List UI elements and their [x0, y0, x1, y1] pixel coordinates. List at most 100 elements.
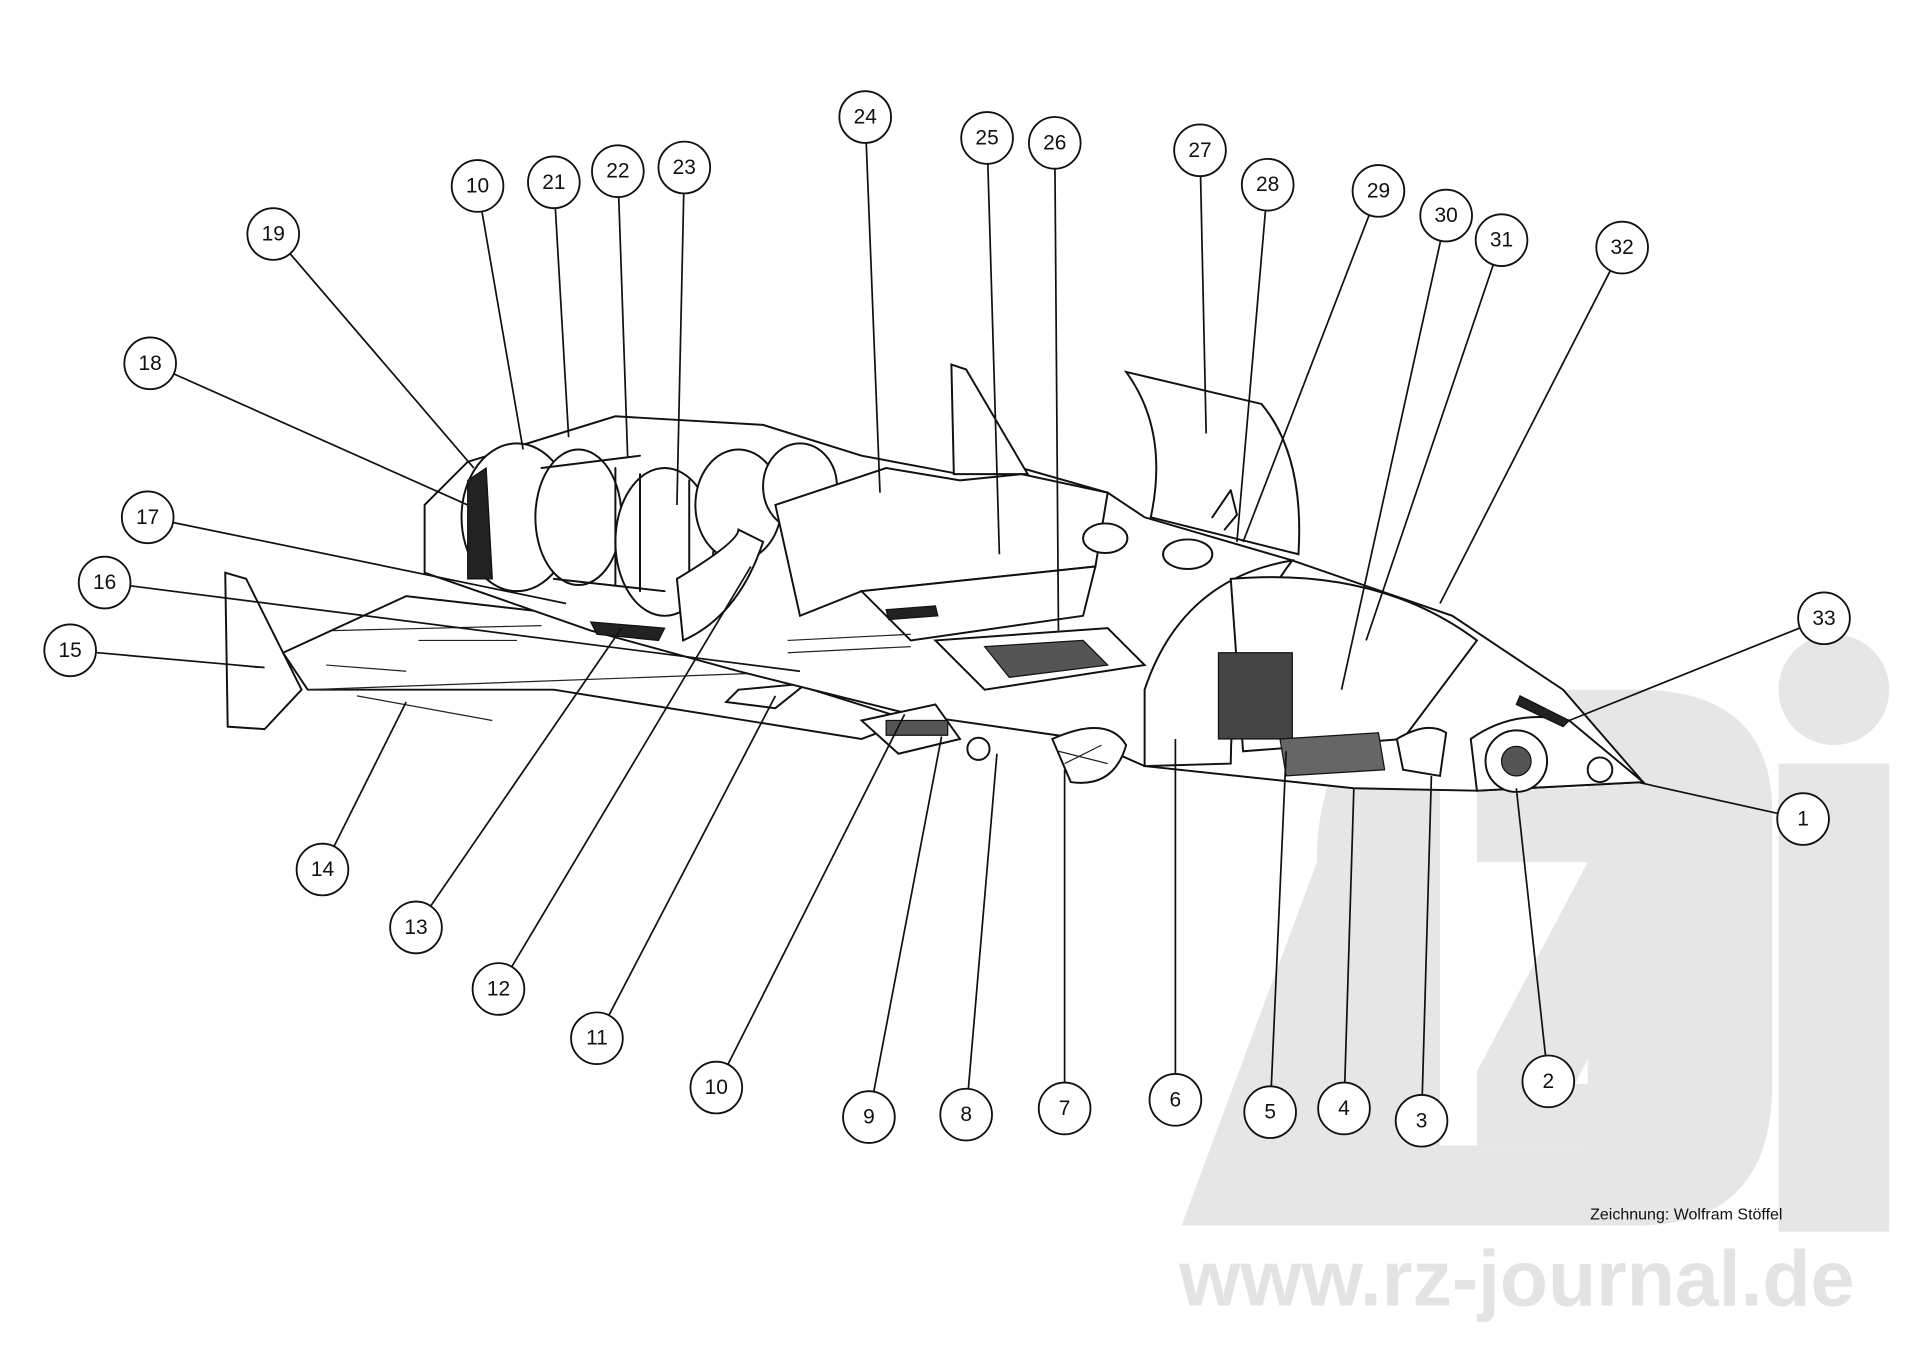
leader-line [1439, 270, 1612, 604]
callout-19: 19 [246, 207, 475, 469]
callout-11: 11 [570, 695, 777, 1066]
callout-number: 31 [1490, 229, 1513, 252]
callout-circle [591, 144, 645, 198]
callout-number: 7 [1059, 1097, 1071, 1120]
callout-circle [1419, 188, 1473, 243]
leader-line [173, 373, 469, 506]
watermark-url: www.rz-journal.de [1178, 1234, 1854, 1322]
callout-circle [1148, 1073, 1203, 1127]
callout-27: 27 [1173, 123, 1227, 434]
leader-line [676, 193, 685, 505]
callout-number: 11 [586, 1027, 608, 1050]
callout-21: 21 [527, 155, 581, 438]
leader-line [865, 142, 881, 493]
callout-number: 29 [1367, 179, 1390, 202]
callout-10: 10 [689, 713, 906, 1115]
callout-circle [939, 1087, 993, 1142]
callout-number: 3 [1416, 1109, 1428, 1132]
callout-number: 28 [1256, 173, 1279, 196]
leader-line [617, 197, 629, 459]
callout-circle [842, 1090, 896, 1144]
callout-number: 10 [705, 1076, 728, 1099]
callout-24: 24 [838, 90, 892, 493]
callout-28: 28 [1236, 157, 1295, 542]
leader-line [1343, 788, 1355, 1083]
leader-line [1054, 168, 1060, 631]
leader-line [510, 566, 752, 968]
callout-29: 29 [1242, 164, 1406, 543]
leader-line [1340, 240, 1442, 690]
drawing-credit: Zeichnung: Wolfram Stöffel [1590, 1206, 1782, 1223]
leader-line [333, 701, 407, 847]
callout-circle [123, 336, 177, 391]
callout-circle [1351, 164, 1406, 218]
leader-line [1636, 781, 1779, 815]
callout-number: 16 [93, 571, 116, 594]
callout-number: 12 [487, 977, 510, 1000]
callout-number: 4 [1338, 1097, 1350, 1120]
callout-number: 33 [1812, 607, 1835, 630]
callout-number: 17 [136, 506, 159, 529]
callout-circle [1317, 1081, 1371, 1136]
callout-number: 10 [466, 174, 489, 197]
callout-9: 9 [842, 736, 943, 1144]
callout-6: 6 [1148, 738, 1203, 1127]
callout-7: 7 [1037, 769, 1092, 1136]
callout-number: 18 [139, 352, 162, 375]
leader-line [1365, 264, 1495, 641]
callout-number: 32 [1611, 236, 1634, 259]
callout-number: 26 [1043, 131, 1066, 154]
callout-circle [1028, 116, 1082, 170]
leader-line [1242, 214, 1370, 543]
callout-22: 22 [591, 144, 645, 459]
callout-number: 1 [1797, 808, 1809, 831]
callout-circle [389, 900, 443, 955]
callout-circle [1394, 1093, 1449, 1148]
leader-line [95, 651, 265, 669]
callout-32: 32 [1439, 220, 1649, 604]
leader-line [1515, 788, 1547, 1056]
callout-number: 21 [542, 171, 565, 194]
leader-line [289, 253, 475, 469]
spacecraft-illustration [224, 363, 1646, 793]
callout-circle [657, 140, 712, 195]
callout-number: 23 [673, 156, 696, 179]
leader-line [429, 627, 623, 907]
leader-line [967, 753, 998, 1089]
callout-number: 19 [262, 223, 285, 246]
callout-16: 16 [77, 555, 801, 673]
callout-number: 30 [1435, 204, 1458, 227]
callout-circle [77, 555, 132, 610]
callout-circle [1521, 1054, 1576, 1109]
callout-2: 2 [1515, 788, 1576, 1109]
leader-line [872, 736, 943, 1092]
callout-number: 9 [863, 1106, 875, 1129]
callout-circle [43, 623, 97, 678]
callout-1: 1 [1636, 781, 1830, 846]
callout-number: 27 [1188, 139, 1211, 162]
leader-line [1421, 775, 1433, 1095]
callout-circle [1474, 213, 1529, 267]
leader-line [1270, 751, 1288, 1087]
callout-10: 10 [450, 159, 524, 450]
leader-line [1199, 176, 1208, 434]
callout-8: 8 [939, 753, 998, 1142]
callout-circle [1240, 157, 1295, 212]
leader-line [1568, 627, 1801, 722]
callout-14: 14 [295, 701, 407, 897]
callout-23: 23 [657, 140, 712, 505]
callout-number: 25 [975, 126, 998, 149]
callout-25: 25 [960, 111, 1014, 555]
callout-number: 5 [1264, 1101, 1276, 1124]
leader-line [608, 695, 777, 1016]
callout-13: 13 [389, 627, 623, 955]
callout-circle [570, 1011, 624, 1066]
callout-17: 17 [120, 490, 567, 605]
callout-number: 15 [59, 639, 82, 662]
callout-circle [295, 842, 350, 897]
leader-line [986, 163, 1001, 555]
callout-number: 13 [404, 916, 427, 939]
leader-line [130, 584, 801, 673]
